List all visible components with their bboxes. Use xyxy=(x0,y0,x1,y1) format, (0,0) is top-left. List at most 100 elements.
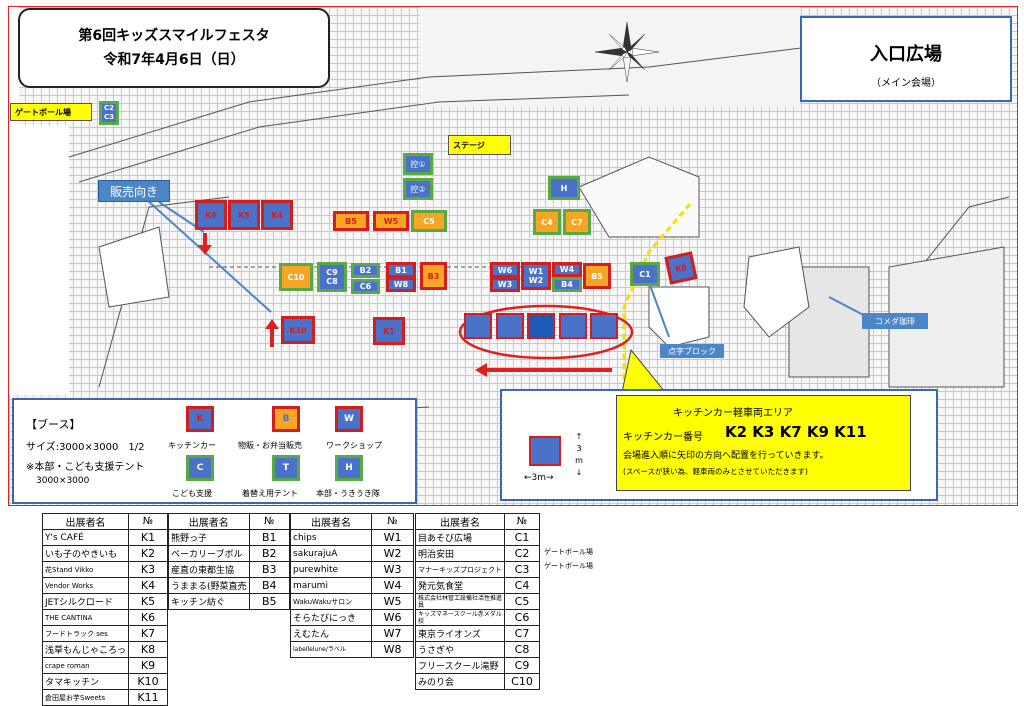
booth-k10[interactable]: K10 xyxy=(281,316,315,344)
booth-b1[interactable]: B1 xyxy=(386,262,416,278)
booth-label: C8 xyxy=(326,277,338,286)
booth-w3[interactable]: W3 xyxy=(490,277,520,292)
booth-label: W2 xyxy=(528,276,544,285)
exhibitor-name: 産直の東都生協 xyxy=(168,561,250,578)
exhibitor-name: キッチン紡ぐ xyxy=(168,593,250,610)
booth-w4[interactable]: W4 xyxy=(552,262,582,277)
legend-h-label: 本部・うきうき隊 xyxy=(316,489,380,498)
exhibitor-name: いも子のやきいも xyxy=(41,545,130,562)
map-margin xyxy=(9,7,19,127)
exhibitor-name: Vendor Works xyxy=(41,577,130,594)
booth-t1[interactable]: 控① xyxy=(403,153,433,175)
kitchen-area-title: キッチンカー軽車両エリア xyxy=(673,408,793,419)
booth-k8[interactable]: K8 xyxy=(664,251,698,285)
booth-w8[interactable]: W8 xyxy=(386,277,416,292)
booth-number: W4 xyxy=(371,577,414,594)
booth-number: C1 xyxy=(504,529,540,546)
booth-b4[interactable]: B4 xyxy=(552,277,582,292)
kitchen-car-size-swatch xyxy=(529,436,561,466)
booth-c5[interactable]: C5 xyxy=(411,210,447,232)
booth-b5[interactable]: B5 xyxy=(583,263,611,289)
kitchen-car-slot[interactable] xyxy=(496,313,524,339)
legend-size: サイズ:3000×3000 1/2 xyxy=(26,442,145,453)
exhibitor-name: 倉田屋お芋Sweets xyxy=(41,689,130,706)
kitchen-car-slot[interactable] xyxy=(590,313,618,339)
booth-w5[interactable]: W5 xyxy=(373,211,409,231)
header-exhibitor: 出展者名 xyxy=(168,513,250,530)
booth-number: W2 xyxy=(371,545,414,562)
booth-number: B5 xyxy=(248,593,291,610)
header-exhibitor: 出展者名 xyxy=(415,513,505,530)
booth-k4[interactable]: K4 xyxy=(261,200,293,230)
booth-number: C8 xyxy=(504,641,540,658)
booth-w1-w2[interactable]: W1 W2 xyxy=(521,262,551,290)
header-number: № xyxy=(128,513,168,530)
map-lines xyxy=(68,21,1010,428)
map-top-area xyxy=(420,7,800,107)
exhibitor-name: 株式会社林管工設備社活性推進員 xyxy=(415,593,505,610)
booth-c9-c8[interactable]: C9 C8 xyxy=(317,262,347,292)
booth-k1[interactable]: K1 xyxy=(373,317,405,345)
booth-c10[interactable]: C10 xyxy=(279,263,313,291)
booth-number: W8 xyxy=(371,641,414,658)
booth-b2[interactable]: B2 xyxy=(351,263,380,278)
map-frame xyxy=(8,6,1018,506)
legend-b-swatch: B xyxy=(272,406,300,432)
booth-c4[interactable]: C4 xyxy=(533,209,561,235)
booth-label: C9 xyxy=(326,268,338,277)
booth-c6[interactable]: C6 xyxy=(351,279,380,294)
exhibitor-name: 発元気食堂 xyxy=(415,577,505,594)
header-number: № xyxy=(371,513,414,530)
exhibitor-name: うままる(野菜直売 xyxy=(168,577,250,594)
booth-w6[interactable]: W6 xyxy=(490,262,520,278)
booth-k9[interactable]: K9 xyxy=(195,200,227,230)
booth-number: C6 xyxy=(504,609,540,626)
booth-k5[interactable]: K5 xyxy=(228,200,260,230)
booth-number: C4 xyxy=(504,577,540,594)
exhibitor-name: purewhite xyxy=(290,561,372,578)
booth-t2[interactable]: 控② xyxy=(403,178,433,200)
booth-number: K2 xyxy=(128,545,168,562)
booth-h[interactable]: H xyxy=(548,176,580,200)
booth-c2-c3[interactable]: C2 C3 xyxy=(99,101,119,125)
kitchen-car-slot[interactable] xyxy=(559,313,587,339)
exhibitor-name: そらたびにっき xyxy=(290,609,372,626)
exhibitor-name: 明治安田 xyxy=(415,545,505,562)
c3-note: ゲートボール場 xyxy=(544,562,593,570)
kitchen-numbers: K2 K3 K7 K9 K11 xyxy=(725,423,867,441)
exhibitor-name: sakurajuA xyxy=(290,545,372,562)
entrance-subtitle: （メイン会場） xyxy=(871,78,941,89)
legend-w-swatch: W xyxy=(335,406,363,432)
booth-b3[interactable]: B3 xyxy=(420,262,447,290)
booth-number: K4 xyxy=(128,577,168,594)
exhibitor-name: Y's CAFÉ xyxy=(41,529,130,546)
booth-b5-top[interactable]: B5 xyxy=(333,211,369,231)
booth-number: W1 xyxy=(371,529,414,546)
exhibitor-name: marumi xyxy=(290,577,372,594)
exhibitor-name: えむたん xyxy=(290,625,372,642)
booth-c7[interactable]: C7 xyxy=(563,209,591,235)
event-title-box: 第6回キッズスマイルフェスタ 令和7年4月6日（日） xyxy=(18,8,330,88)
legend-t-label: 着替え用テント xyxy=(242,489,298,498)
exhibitor-name: JETシルクロード xyxy=(41,593,130,610)
kitchen-car-slot[interactable] xyxy=(527,313,555,339)
kitchen-car-slot[interactable] xyxy=(464,313,492,339)
booth-c1[interactable]: C1 xyxy=(630,262,660,286)
